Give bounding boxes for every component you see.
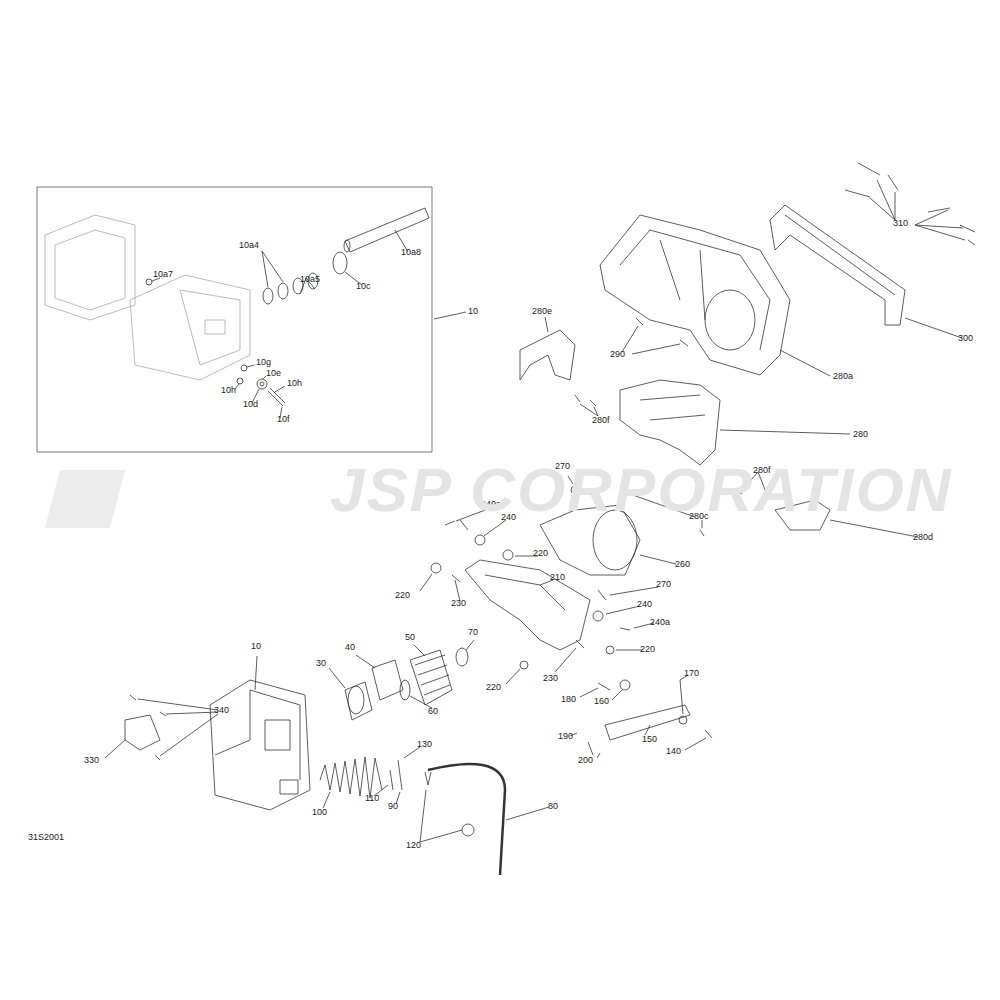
callout-number: 160 bbox=[594, 696, 609, 706]
callout-number: 310 bbox=[893, 218, 908, 228]
callout-number: 140 bbox=[666, 746, 681, 756]
callout-number: 280 bbox=[853, 429, 868, 439]
callout-number: 10 bbox=[468, 306, 478, 316]
callout-number: 260 bbox=[675, 559, 690, 569]
callout-number: 10d bbox=[243, 399, 258, 409]
callout-number: 40 bbox=[345, 642, 355, 652]
callout-number: 10a5 bbox=[300, 274, 320, 284]
callout-number: 300 bbox=[958, 333, 973, 343]
callout-number: 10a7 bbox=[153, 269, 173, 279]
callout-number: 10h bbox=[221, 385, 236, 395]
callout-number: 220 bbox=[640, 644, 655, 654]
callout-number: 10e bbox=[266, 368, 281, 378]
callout-number: 280d bbox=[913, 532, 933, 542]
callout-number: 210 bbox=[550, 572, 565, 582]
callout-number: 130 bbox=[417, 739, 432, 749]
callout-number: 220 bbox=[486, 682, 501, 692]
callout-number: 90 bbox=[388, 801, 398, 811]
callout-number: 30 bbox=[316, 658, 326, 668]
callout-number: 120 bbox=[406, 840, 421, 850]
callout-number: 10a8 bbox=[401, 247, 421, 257]
callout-number: 340 bbox=[214, 705, 229, 715]
callout-number: 220 bbox=[533, 548, 548, 558]
callout-number: 10h bbox=[287, 378, 302, 388]
figure-code: 31S2001 bbox=[28, 832, 64, 842]
watermark: JSP CORPORATION bbox=[330, 455, 953, 525]
callout-number: 60 bbox=[428, 706, 438, 716]
callout-number: 100 bbox=[312, 807, 327, 817]
callout-number: 170 bbox=[684, 668, 699, 678]
callout-number: 150 bbox=[642, 734, 657, 744]
callout-number: 110 bbox=[365, 793, 379, 803]
callout-number: 290 bbox=[610, 349, 625, 359]
callout-number: 10f bbox=[277, 414, 290, 424]
callout-number: 270 bbox=[656, 579, 671, 589]
callout-number: 10c bbox=[356, 281, 371, 291]
callout-number: 10g bbox=[256, 357, 271, 367]
callout-number: 280e bbox=[532, 306, 552, 316]
callout-number: 80 bbox=[548, 801, 558, 811]
callout-number: 280a bbox=[833, 371, 853, 381]
callout-number: 180 bbox=[561, 694, 576, 704]
callout-number: 10 bbox=[251, 641, 261, 651]
callout-number: 190 bbox=[558, 731, 573, 741]
callout-number: 240 bbox=[637, 599, 652, 609]
callout-number: 70 bbox=[468, 627, 478, 637]
callout-number: 200 bbox=[578, 755, 593, 765]
callout-number: 280f bbox=[592, 415, 610, 425]
callout-number: 330 bbox=[84, 755, 99, 765]
callout-number: 220 bbox=[395, 590, 410, 600]
callout-number: 230 bbox=[451, 598, 466, 608]
callout-number: 230 bbox=[543, 673, 558, 683]
callout-number: 50 bbox=[405, 632, 415, 642]
callout-number: 10a4 bbox=[239, 240, 259, 250]
callout-number: 240a bbox=[650, 617, 670, 627]
